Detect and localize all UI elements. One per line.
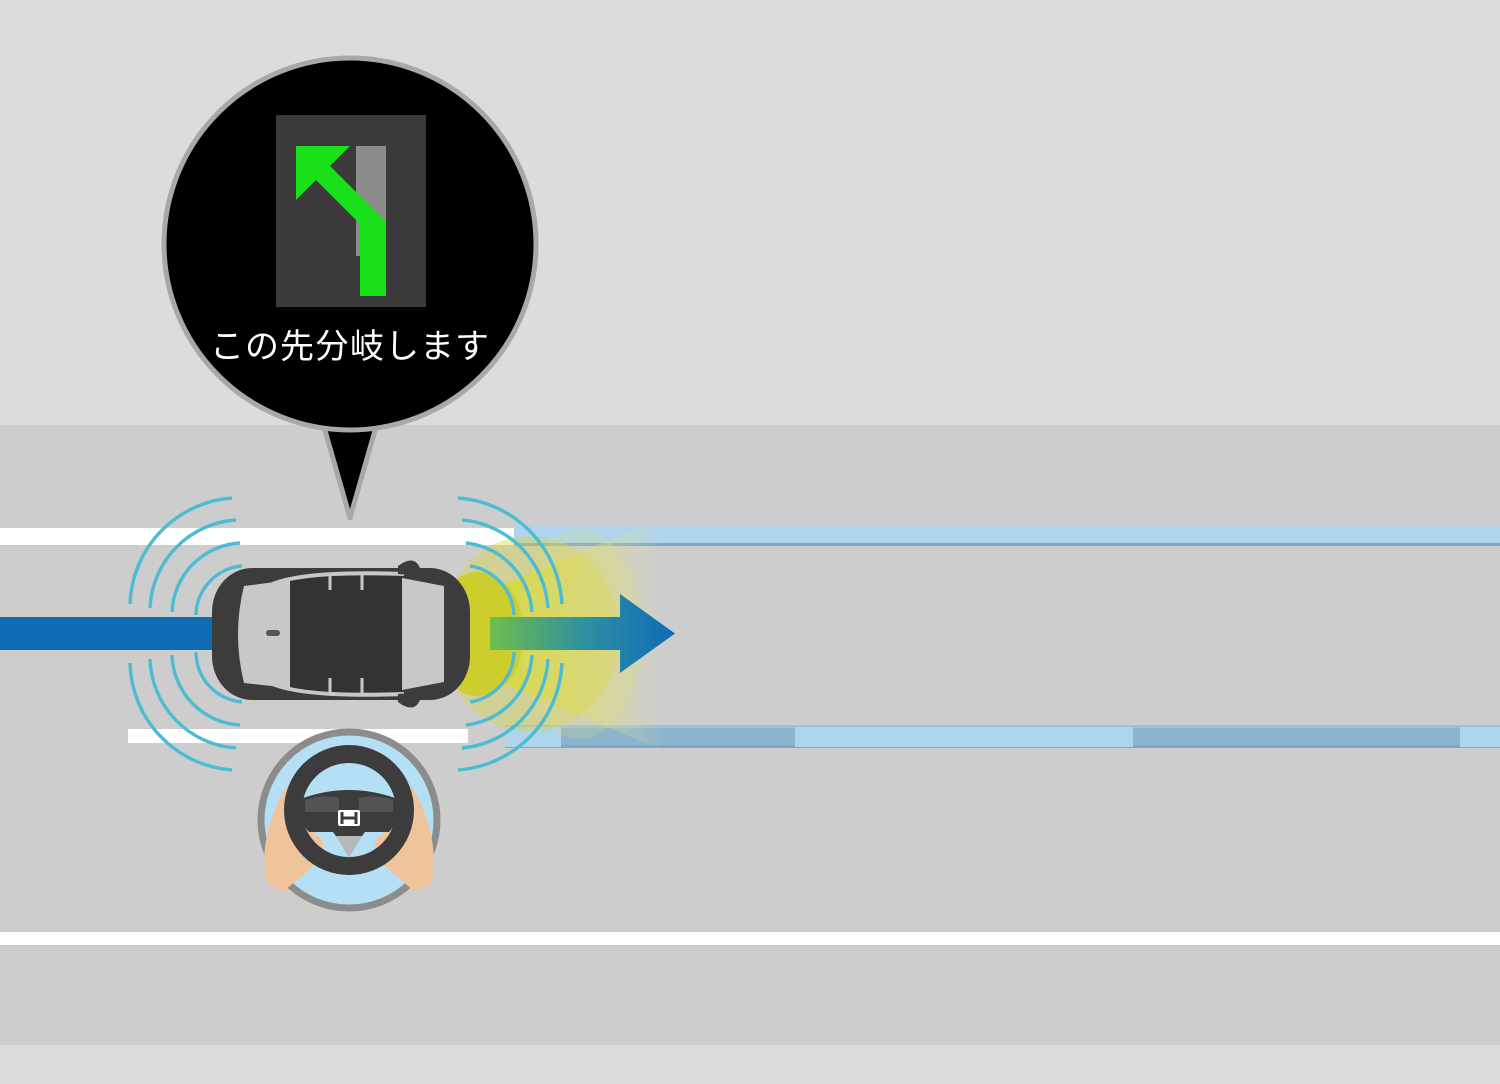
steering-icon-spoke-left [305,796,339,812]
road-edge-line-bottom [0,932,1500,945]
car-mirror-bottom [398,693,420,708]
forward-travel-arrow [490,594,675,673]
lane-highlight-lower-edge-top [505,725,1500,728]
radar-wave-arc [128,496,233,605]
steering-icon-spoke-right [359,796,393,812]
lane-highlight-lower-dashes [505,727,1500,747]
radar-wave-group [128,496,564,772]
steering-icon-brand-mark [340,812,358,824]
lane-dash-segment [795,727,1133,747]
radar-wave-arc [128,662,233,772]
lane-highlight-upper [514,525,1500,545]
lane-highlight-upper-edge [514,543,1500,546]
radar-wave-arc [170,541,241,613]
radar-wave-arc [469,564,516,616]
car-windshield [402,578,449,690]
lane-dash-segment [1460,727,1500,747]
radar-wave-arc [465,654,534,727]
steering-icon-rim [284,745,414,875]
lane-line-lower-white [128,729,468,743]
radar-wave-arc [148,658,237,750]
lane-line-upper-white [0,528,516,545]
car-roof-seam [328,678,364,694]
car-mirror-top [398,560,420,575]
car-roof [290,576,402,692]
steering-icon-lower-spoke [336,836,362,858]
lane-dash-segment [505,727,561,747]
radar-wave-arc [457,662,564,772]
radar-wave-arc [461,658,550,750]
car-front-nose [444,586,470,682]
car-roof-seam [328,574,364,590]
radar-wave-arc [194,564,243,616]
incoming-path-bar [0,617,232,650]
car-rear-window [238,580,290,688]
radar-wave-arc [457,496,564,605]
radar-wave-arc [194,651,243,704]
lane-branch-arrow [296,146,386,296]
ego-vehicle [212,560,470,708]
radar-wave-arc [461,518,550,609]
radar-wave-arc [469,651,516,704]
radar-wave-arc [465,541,534,613]
hands-on-steering-wheel-icon[interactable] [257,728,441,912]
radar-wave-arc [170,654,241,727]
radar-wave-arc [148,518,237,609]
car-roof-trim-top [267,571,405,588]
navigation-alert-bubble[interactable] [161,55,539,521]
car-roof-trim-bottom [267,680,405,697]
car-door-handle [266,630,280,636]
